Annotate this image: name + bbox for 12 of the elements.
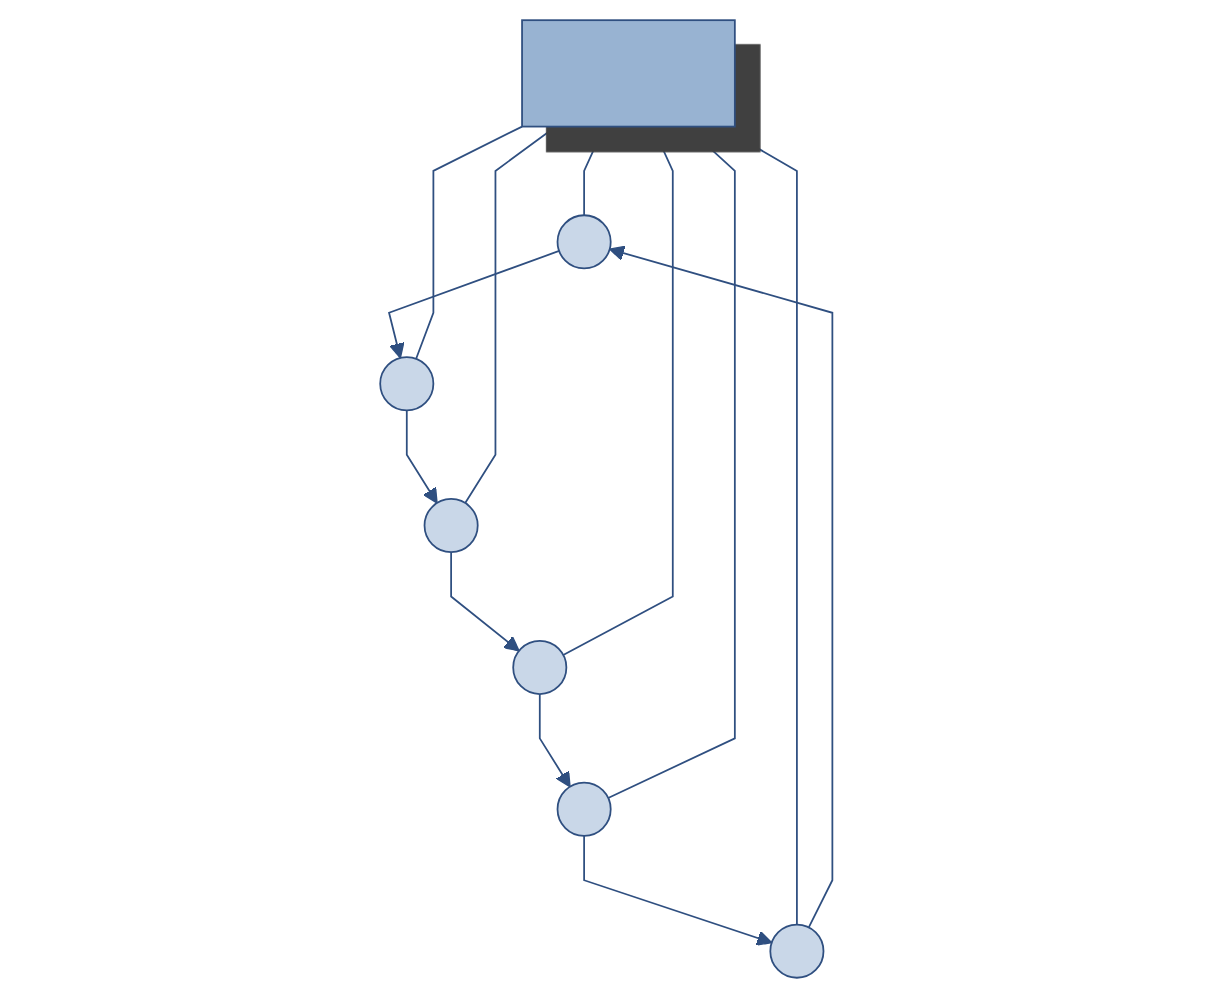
connector <box>607 125 736 799</box>
connector <box>562 125 674 656</box>
connector <box>582 125 605 217</box>
arrow <box>449 551 520 652</box>
connector <box>719 125 798 926</box>
arrow <box>538 693 571 788</box>
arrow <box>387 250 560 359</box>
arrow <box>405 409 438 504</box>
arrow <box>582 835 773 946</box>
connector <box>414 125 523 360</box>
arrow <box>608 245 833 929</box>
connector <box>464 125 557 504</box>
